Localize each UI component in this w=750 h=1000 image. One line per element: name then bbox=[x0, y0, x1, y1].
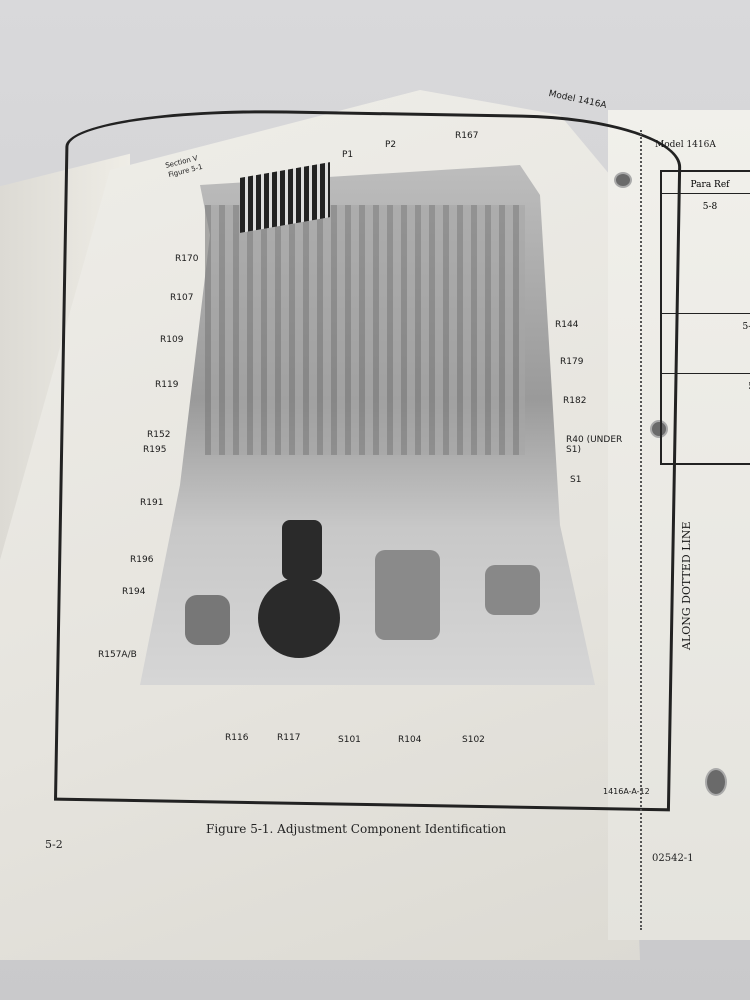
table-cell: 5- bbox=[661, 372, 750, 464]
potentiometer-r157 bbox=[185, 595, 230, 645]
callout-r196: R196 bbox=[130, 555, 154, 565]
side-instruction: ALONG DOTTED LINE bbox=[680, 521, 693, 650]
callout-r109: R109 bbox=[160, 335, 184, 345]
callout-r179: R179 bbox=[560, 357, 584, 367]
callout-r194: R194 bbox=[122, 587, 146, 597]
callout-p2: P2 bbox=[385, 140, 397, 150]
table-cell: 5-9 bbox=[661, 312, 750, 373]
doc-number: 02542-1 bbox=[652, 853, 694, 864]
callout-r152: R152 bbox=[147, 430, 171, 440]
table-header-para-ref: Para Ref bbox=[661, 170, 750, 193]
potentiometer-r117 bbox=[258, 578, 340, 658]
figure-code: 1416A-A-12 bbox=[603, 787, 650, 796]
callout-r107: R107 bbox=[170, 293, 194, 303]
callout-r40: R40 (UNDER S1) bbox=[566, 435, 623, 455]
callout-r144: R144 bbox=[555, 320, 579, 330]
callout-r104: R104 bbox=[398, 735, 422, 745]
callout-r116: R116 bbox=[225, 733, 249, 743]
binder-hole bbox=[614, 172, 632, 188]
table-cell: 5-8 bbox=[661, 192, 750, 313]
callout-r195: R195 bbox=[143, 445, 167, 455]
procedure-table: Para Ref 5-8 5-9 5- bbox=[660, 170, 750, 465]
switch-s102 bbox=[485, 565, 540, 615]
callout-s1: S1 bbox=[570, 475, 582, 485]
callout-r167: R167 bbox=[455, 131, 479, 141]
callout-s101: S101 bbox=[338, 735, 361, 745]
page-number: 5-2 bbox=[45, 838, 63, 851]
callout-r117: R117 bbox=[277, 733, 301, 743]
dotted-cut-line bbox=[640, 130, 642, 930]
right-header-model: Model 1416A bbox=[655, 140, 716, 150]
potentiometer-r116 bbox=[282, 520, 322, 580]
callout-p1: P1 bbox=[342, 150, 354, 160]
callout-r182: R182 bbox=[563, 396, 587, 406]
callout-r191: R191 bbox=[140, 498, 164, 508]
callout-r170: R170 bbox=[175, 254, 199, 264]
figure-caption: Figure 5-1. Adjustment Component Identif… bbox=[206, 822, 507, 836]
binder-hole bbox=[705, 768, 727, 796]
callout-r119: R119 bbox=[155, 380, 179, 390]
circuit-board bbox=[205, 205, 525, 455]
callout-s102: S102 bbox=[462, 735, 485, 745]
callout-r157ab: R157A/B bbox=[98, 650, 137, 660]
switch-s101 bbox=[375, 550, 440, 640]
